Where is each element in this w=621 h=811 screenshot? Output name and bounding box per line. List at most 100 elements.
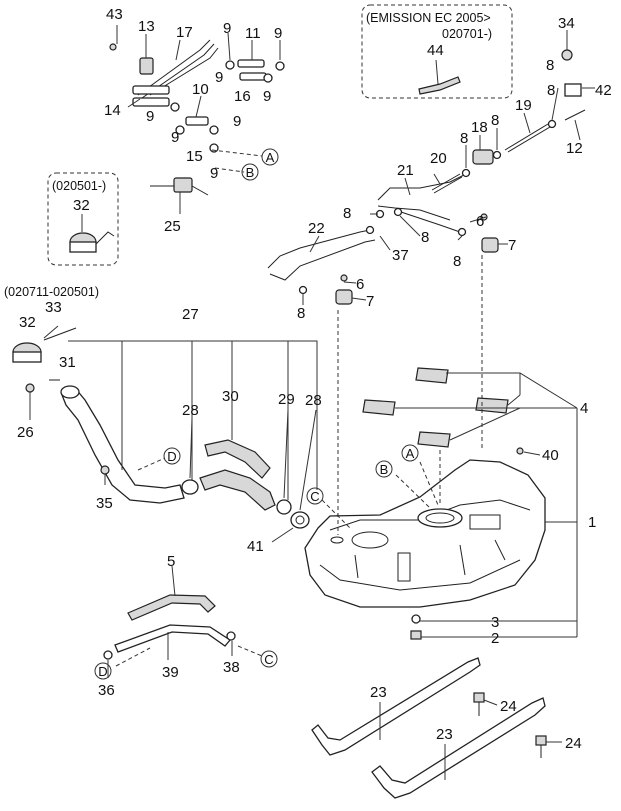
part-label-8f: 8 [453, 253, 461, 270]
part-label-6b: 6 [356, 276, 364, 293]
part-label-10: 10 [192, 81, 209, 98]
part-label-7a: 7 [508, 237, 516, 254]
part-label-19: 19 [515, 97, 532, 114]
part-label-28a: 28 [182, 402, 199, 419]
ref-label-c-tank: C [310, 489, 319, 504]
ref-label-c-bottom: C [264, 652, 273, 667]
part-label-14: 14 [104, 102, 121, 119]
part-label-23b: 23 [436, 726, 453, 743]
dashed-connectors [115, 149, 483, 667]
part-label-43: 43 [106, 6, 123, 23]
ref-circle-d-neck [163, 447, 181, 465]
ref-circle-b-tank [375, 460, 393, 478]
part-label-9h: 9 [210, 165, 218, 182]
lines-19-20 [431, 123, 551, 194]
range-note-020711: (020711-020501) [4, 285, 99, 299]
part-label-37: 37 [392, 247, 409, 264]
part-label-16: 16 [234, 88, 251, 105]
tank-straps [311, 657, 546, 799]
part-label-1: 1 [588, 514, 596, 531]
ref-label-b-top: B [246, 165, 255, 180]
part-label-8h: 8 [546, 57, 554, 74]
part-label-8c: 8 [460, 130, 468, 147]
part-label-12: 12 [566, 140, 583, 157]
part-label-9d: 9 [263, 88, 271, 105]
ref-circle-c-tank [306, 487, 324, 505]
emission-note-line2: 020701-) [442, 27, 492, 41]
part-label-35: 35 [96, 495, 113, 512]
bottom-hoses [114, 594, 231, 653]
part-label-24a: 24 [500, 698, 517, 715]
part-label-9f: 9 [171, 129, 179, 146]
part-label-38: 38 [223, 659, 240, 676]
part-label-29: 29 [278, 391, 295, 408]
ref-circle-d-bottom [94, 662, 112, 680]
part-label-9g: 9 [233, 113, 241, 130]
part-label-42: 42 [595, 82, 612, 99]
part-label-8g: 8 [297, 305, 305, 322]
part-label-44: 44 [427, 42, 444, 59]
fuel-caps [12, 231, 115, 363]
part-label-9b: 9 [274, 25, 282, 42]
strap-bolts [473, 692, 547, 758]
ref-circle-b-top [241, 163, 259, 181]
leader-lines [29, 25, 595, 780]
part-label-32a: 32 [73, 197, 90, 214]
filler-neck [60, 385, 185, 504]
ref-label-b-tank: B [380, 462, 389, 477]
part-label-34: 34 [558, 15, 575, 32]
option-note-020501: (020501-) [52, 179, 106, 193]
part-label-9c: 9 [215, 69, 223, 86]
part-label-4: 4 [580, 400, 588, 417]
part-label-31: 31 [59, 354, 76, 371]
vapor-pipes [267, 171, 471, 281]
part-label-27: 27 [182, 306, 199, 323]
part-label-13: 13 [138, 18, 155, 35]
part-label-3: 3 [491, 614, 499, 631]
part-label-40: 40 [542, 447, 559, 464]
part-label-26: 26 [17, 424, 34, 441]
part-label-8e: 8 [421, 229, 429, 246]
ref-label-d-bottom: D [98, 664, 107, 679]
ref-circles: A B A B C D D C [94, 148, 419, 680]
part-label-8a: 8 [547, 82, 555, 99]
part-label-7b: 7 [366, 293, 374, 310]
part-label-25: 25 [164, 218, 181, 235]
part-label-39: 39 [162, 664, 179, 681]
fuel-tank [304, 459, 546, 608]
hose-clamps [181, 479, 310, 529]
part-label-36: 36 [98, 682, 115, 699]
part-label-21: 21 [397, 162, 414, 179]
part-label-32b: 32 [19, 314, 36, 331]
part-label-22: 22 [308, 220, 325, 237]
small-fittings [25, 43, 586, 660]
part-number-labels: 43 13 17 9 11 9 9 16 9 10 14 9 9 9 15 9 … [17, 6, 612, 752]
notes: (EMISSION EC 2005> 020701-) (020501-) (0… [4, 11, 492, 299]
part-label-2: 2 [491, 630, 499, 647]
part-label-15: 15 [186, 148, 203, 165]
part-label-33: 33 [45, 299, 62, 316]
part-label-23a: 23 [370, 684, 387, 701]
ref-label-a-top: A [266, 150, 275, 165]
part-label-30: 30 [222, 388, 239, 405]
part-label-8b: 8 [491, 112, 499, 129]
part-label-6a: 6 [476, 213, 484, 230]
part-label-8d: 8 [343, 205, 351, 222]
ref-circle-c-bottom [260, 650, 278, 668]
emission-option-box [361, 4, 513, 99]
corrugated-hose [199, 439, 276, 511]
tank-pads [362, 367, 509, 448]
part-label-9a: 9 [223, 20, 231, 37]
part-label-24b: 24 [565, 735, 582, 752]
valves [335, 149, 499, 305]
part-label-20: 20 [430, 150, 447, 167]
part-label-11: 11 [245, 25, 261, 42]
emission-note-line1: (EMISSION EC 2005> [366, 11, 491, 25]
part-label-5: 5 [167, 553, 175, 570]
part-label-28b: 28 [305, 392, 322, 409]
part-label-41: 41 [247, 538, 264, 555]
part-label-18: 18 [471, 119, 488, 136]
option-box-020501 [47, 172, 119, 266]
